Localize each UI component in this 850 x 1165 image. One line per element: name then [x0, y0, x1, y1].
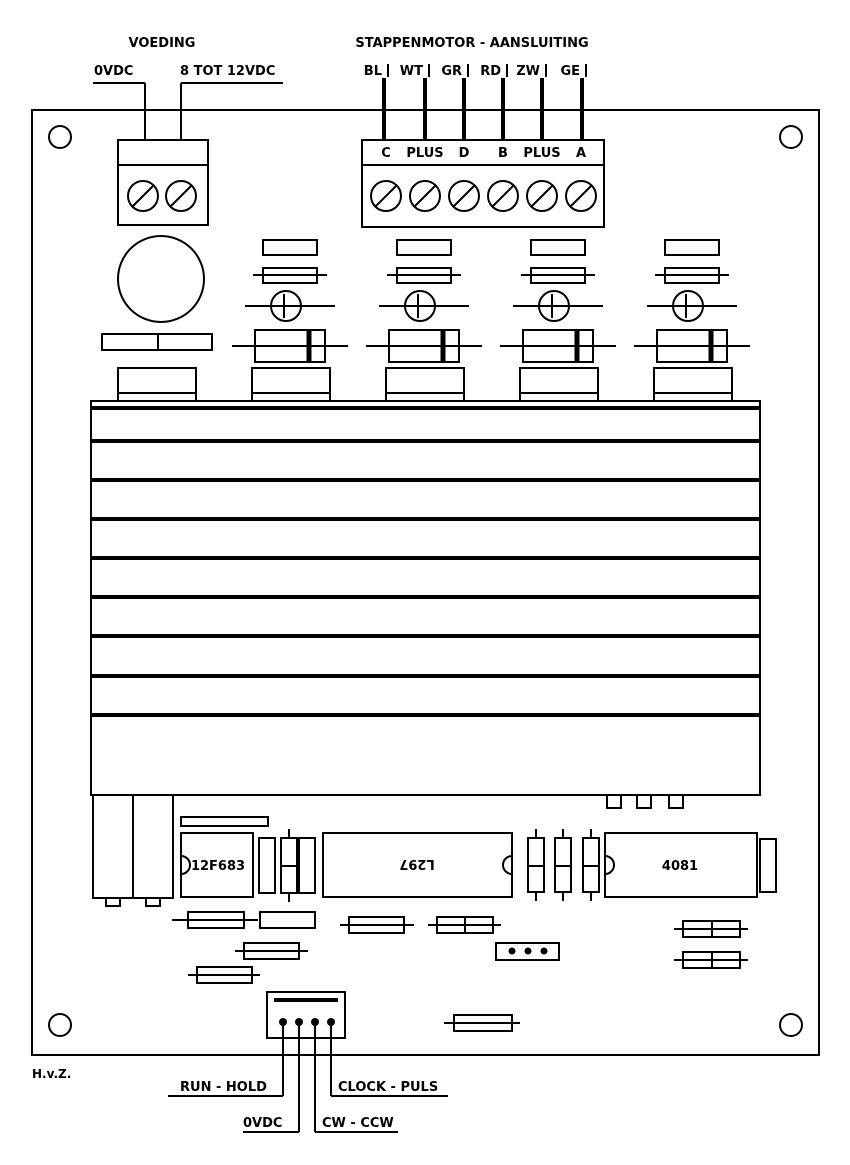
diode: [254, 329, 326, 363]
resistor: [530, 239, 586, 256]
mounting-hole: [48, 1013, 72, 1037]
terminal-screw: [448, 180, 480, 212]
terminal-screw: [526, 180, 558, 212]
ic-label-4081: 4081: [662, 859, 698, 874]
screw-slot: [570, 185, 592, 207]
mosfet: [519, 367, 599, 402]
pin-pad: [606, 794, 622, 809]
pin-pad: [668, 794, 684, 809]
resistor: [196, 966, 253, 984]
ic-4081: [604, 832, 758, 898]
power-label-0vdc: 0VDC: [94, 64, 133, 79]
diode: [656, 329, 728, 363]
resistor: [243, 942, 300, 960]
wire-color-label: GR: [441, 64, 462, 79]
mounting-hole: [779, 125, 803, 149]
screw-slot: [375, 185, 397, 207]
ic-label-l297: L297: [399, 856, 434, 871]
header-pin: [508, 947, 516, 955]
terminal-pin-label: A: [576, 146, 586, 161]
three-pin-header: [495, 942, 560, 961]
resistor: [187, 911, 245, 929]
label-0vdc: 0VDC: [243, 1116, 282, 1131]
resistor: [664, 239, 720, 256]
transistor: [404, 290, 436, 322]
resistor: [262, 267, 318, 284]
resistor: [348, 916, 405, 934]
wire-color-label: BL: [364, 64, 382, 79]
mounting-hole: [779, 1013, 803, 1037]
resistor: [530, 267, 586, 284]
terminal-screw: [565, 180, 597, 212]
pin-pad: [636, 794, 652, 809]
wire-color-label: GE: [560, 64, 580, 79]
title-voeding: VOEDING: [129, 36, 196, 51]
mosfet: [653, 367, 733, 402]
label-clock-puls: CLOCK - PULS: [338, 1080, 438, 1095]
transistor: [672, 290, 704, 322]
terminal-screw: [487, 180, 519, 212]
transistor: [270, 290, 302, 322]
author-label: H.v.Z.: [32, 1067, 71, 1081]
power-label-12vdc: 8 TOT 12VDC: [180, 64, 275, 79]
header-pin: [524, 947, 532, 955]
capacitor: [759, 838, 777, 893]
label-run-hold: RUN - HOLD: [180, 1080, 267, 1095]
motor-terminal-block: [361, 64, 605, 228]
wire-color-label: ZW: [516, 64, 540, 79]
terminal-pin-label: PLUS: [523, 146, 560, 161]
regulator: [117, 367, 197, 402]
terminal-pin-label: PLUS: [406, 146, 443, 161]
power-terminal-block: [93, 82, 283, 226]
large-capacitor: [117, 235, 205, 323]
diode: [388, 329, 460, 363]
terminal-pin-label: D: [459, 146, 470, 161]
resistor: [259, 911, 316, 929]
resistor: [453, 1014, 513, 1032]
title-stappenmotor: STAPPENMOTOR - AANSLUITING: [355, 36, 588, 51]
ic-label-12f683: 12F683: [191, 859, 245, 874]
resistor: [262, 239, 318, 256]
connector-pin: [279, 1018, 287, 1026]
connector-pin: [327, 1018, 335, 1026]
mosfet: [385, 367, 465, 402]
mosfet: [251, 367, 331, 402]
wire-color-label: WT: [400, 64, 423, 79]
ic-l297: [322, 832, 513, 898]
resistor: [396, 267, 452, 284]
board-outline: [31, 109, 820, 1056]
header-pin: [540, 947, 548, 955]
terminal-pin-label: B: [498, 146, 508, 161]
terminal-screw: [370, 180, 402, 212]
label-cw-ccw: CW - CCW: [322, 1116, 394, 1131]
wire-color-label: RD: [480, 64, 501, 79]
control-connector: [168, 991, 448, 1133]
connector-pin: [295, 1018, 303, 1026]
jumper-bar: [180, 816, 269, 827]
capacitor-pair: [258, 829, 316, 902]
resistor: [664, 267, 720, 284]
terminal-pin-label: C: [381, 146, 391, 161]
ic-12f683: [180, 832, 254, 898]
screw-slot: [492, 185, 514, 207]
terminal-screw: [409, 180, 441, 212]
resistor: [396, 239, 452, 256]
screw-slot: [531, 185, 553, 207]
mounting-hole: [48, 125, 72, 149]
transistor: [538, 290, 570, 322]
diode: [522, 329, 594, 363]
screw-slot: [414, 185, 436, 207]
screw-slot: [453, 185, 475, 207]
connector-pin: [311, 1018, 319, 1026]
